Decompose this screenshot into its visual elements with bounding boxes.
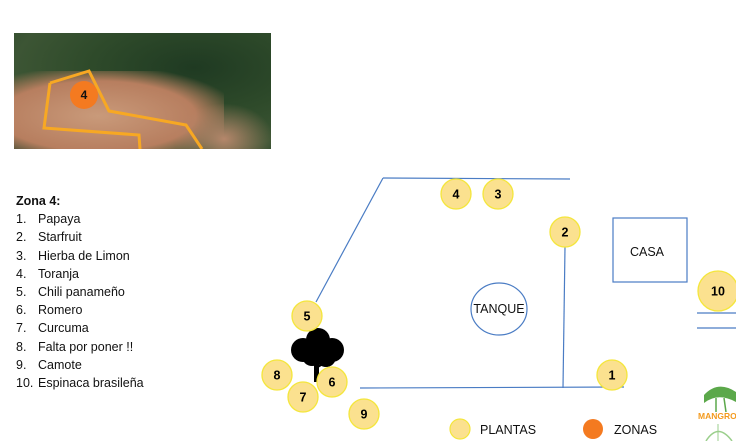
plant-number: 1 xyxy=(609,369,616,383)
plant-marker-8: 8 xyxy=(261,359,293,391)
plant-list-label: Romero xyxy=(38,303,83,318)
aerial-photo: 4 xyxy=(14,33,271,149)
plant-list-number: 5. xyxy=(16,285,27,300)
plant-list-number: 8. xyxy=(16,339,27,354)
plant-list-label: Espinaca brasileña xyxy=(38,376,144,391)
plant-marker-7: 7 xyxy=(287,381,319,413)
plant-list-item: 8. Falta por poner !! xyxy=(16,338,144,356)
tree-icon xyxy=(291,328,344,382)
plant-list-item: 5. Chili panameño xyxy=(16,283,144,301)
plant-list-number: 2. xyxy=(16,230,27,245)
plant-list-label: Curcuma xyxy=(38,321,89,336)
plant-list: Zona 4: 1. Papaya 2. Starfruit 3. Hierba de L… xyxy=(16,192,144,392)
plant-list-label: Falta por poner !! xyxy=(38,339,134,354)
boundary-line-left xyxy=(315,177,384,303)
plant-list-label: Starfruit xyxy=(38,230,82,245)
plant-list-number: 3. xyxy=(16,248,27,263)
logo-text: MANGROVE xyxy=(698,411,736,421)
plant-circle xyxy=(316,366,348,398)
plant-number: 7 xyxy=(300,391,307,405)
plant-number: 6 xyxy=(329,376,336,390)
plant-number: 3 xyxy=(495,188,502,202)
plant-circle xyxy=(291,300,323,332)
plant-number: 10 xyxy=(711,285,725,299)
plant-marker-6: 6 xyxy=(316,366,348,398)
plant-marker-5: 5 xyxy=(291,300,323,332)
plant-list-label: Papaya xyxy=(38,212,81,227)
plant-list-item: 4. Toranja xyxy=(16,265,144,283)
plant-list-label: Toranja xyxy=(38,266,79,281)
plant-circle xyxy=(549,216,581,248)
tanque-ellipse xyxy=(470,282,528,336)
plant-marker-3: 3 xyxy=(482,178,514,210)
boundary-line-bottom xyxy=(359,386,625,389)
plant-number: 8 xyxy=(274,369,281,383)
plant-circle xyxy=(348,398,380,430)
plant-circle xyxy=(596,359,628,391)
plant-list-number: 6. xyxy=(16,303,27,318)
plant-circle xyxy=(697,270,736,312)
plant-number: 4 xyxy=(453,188,460,202)
casa-box xyxy=(612,217,688,283)
plant-circle xyxy=(440,178,472,210)
plant-marker-2: 2 xyxy=(549,216,581,248)
plant-list-number: 1. xyxy=(16,212,27,227)
plant-list-item: 7. Curcuma xyxy=(16,319,144,337)
plant-list-label: Camote xyxy=(38,357,82,372)
plant-list-item: 6. Romero xyxy=(16,301,144,319)
zone-marker xyxy=(70,81,98,109)
plant-list-label: Chili panameño xyxy=(38,285,125,300)
legend-plant-swatch xyxy=(449,418,471,440)
boundary-line-top xyxy=(382,177,571,180)
plant-list-item: 1. Papaya xyxy=(16,210,144,228)
plant-list-title: Zona 4: xyxy=(16,194,61,208)
plant-number: 5 xyxy=(304,310,311,324)
plant-circle xyxy=(261,359,293,391)
legend-zonas-label: ZONAS xyxy=(614,423,657,437)
plant-marker-4: 4 xyxy=(440,178,472,210)
casa-label: CASA xyxy=(630,245,665,259)
plant-list-number: 10. xyxy=(16,376,34,391)
legend-plantas-label: PLANTAS xyxy=(480,423,536,437)
plant-list-item: 3. Hierba de Limon xyxy=(16,247,144,265)
plant-list-label: Hierba de Limon xyxy=(38,248,130,263)
plant-list-number: 9. xyxy=(16,357,27,372)
mangrove-logo: MANGROVE xyxy=(698,386,736,441)
plant-list-item: 9. Camote xyxy=(16,356,144,374)
plant-circle xyxy=(287,381,319,413)
plant-marker-10: 10 xyxy=(697,270,736,312)
plant-list-number: 7. xyxy=(16,321,27,336)
plant-list-item: 10. Espinaca brasileña xyxy=(16,374,144,392)
aerial-dirt-area-2 xyxy=(174,103,271,149)
tanque-label: TANQUE xyxy=(473,302,524,316)
plant-list-items: 1. Papaya 2. Starfruit 3. Hierba de Limon 4. To… xyxy=(16,210,144,392)
zone-outline: 4 xyxy=(42,69,204,149)
boundary-line-right xyxy=(562,246,566,389)
plant-marker-9: 9 xyxy=(348,398,380,430)
plant-list-item: 2. Starfruit xyxy=(16,228,144,246)
plant-number: 2 xyxy=(562,226,569,240)
zone-marker-label: 4 xyxy=(81,88,88,102)
plant-marker-1: 1 xyxy=(596,359,628,391)
plant-list-number: 4. xyxy=(16,266,27,281)
plant-circle xyxy=(482,178,514,210)
plant-number: 9 xyxy=(361,408,368,422)
legend-zone-swatch xyxy=(583,419,603,439)
